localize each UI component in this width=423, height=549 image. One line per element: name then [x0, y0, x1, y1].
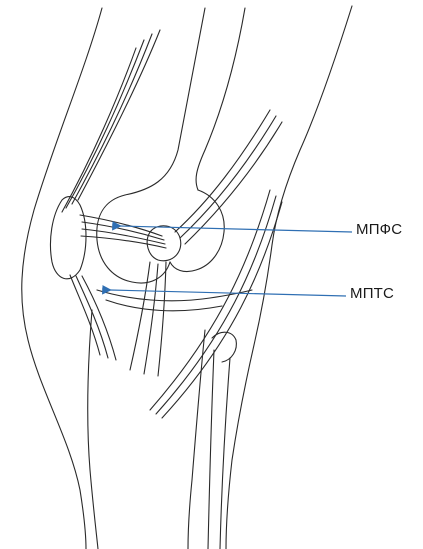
medial-condyle [170, 190, 224, 272]
leg-outline-right [226, 6, 352, 549]
mptl-label: МПТС [350, 286, 394, 301]
femur-left-edge [125, 8, 205, 195]
mptl-fibres [70, 275, 116, 360]
mpfl-leader-arrow [120, 226, 352, 232]
tibia-right-edge [188, 330, 205, 549]
fibula-shaft-left [208, 350, 214, 549]
collateral-fibres [130, 262, 166, 376]
fibula-shaft-right [220, 358, 230, 549]
tibia-left-edge [88, 310, 98, 549]
mpfl-label: МПФС [356, 222, 402, 237]
patella [50, 197, 86, 279]
femur-right-edge [196, 8, 245, 190]
oblique-fibres-upper [175, 110, 282, 244]
mpfl-fibres [80, 215, 166, 248]
quadriceps-fibres [62, 30, 160, 212]
